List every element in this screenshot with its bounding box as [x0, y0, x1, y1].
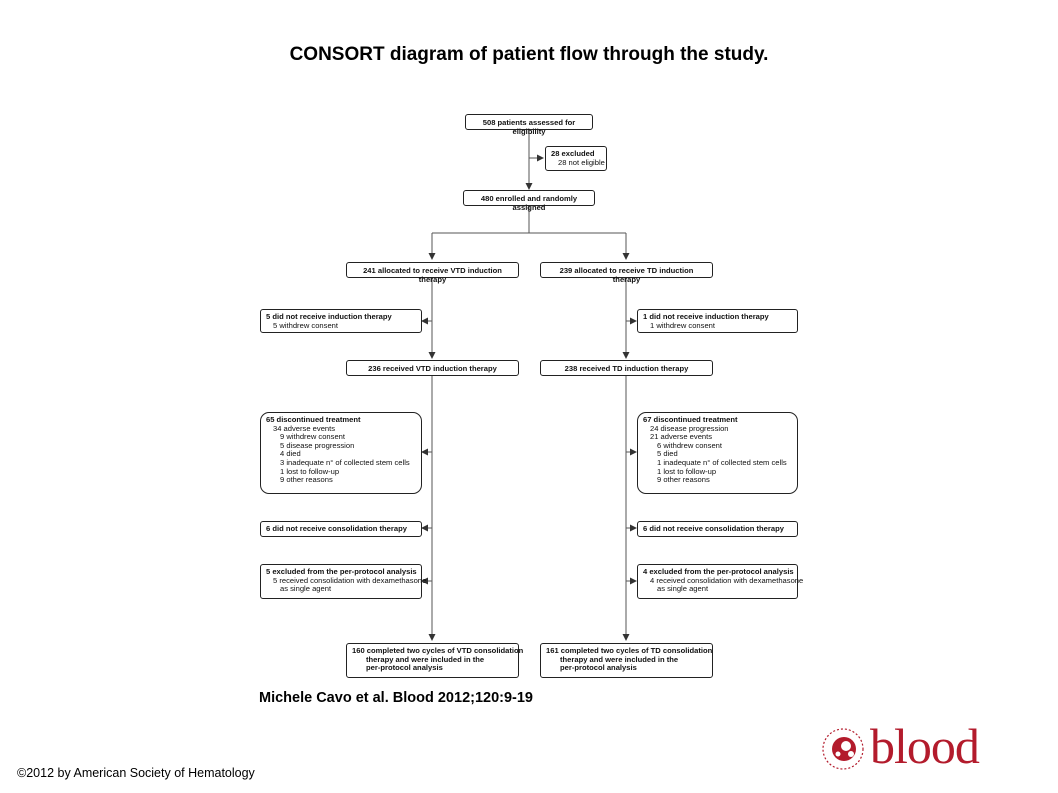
vtd-pp-excluded-box: 5 excluded from the per-protocol analysi…	[260, 564, 427, 599]
vtd-pp-excluded-title: 5 excluded from the per-protocol analysi…	[266, 567, 417, 576]
enrolled-box: 480 enrolled and randomly assigned	[463, 190, 595, 212]
page-title: CONSORT diagram of patient flow through …	[289, 44, 769, 65]
td-discontinued-item: 9 other reasons	[657, 475, 710, 485]
assessed-label: 508 patients assessed for eligibility	[482, 118, 576, 136]
td-discontinued-box: 67 discontinued treatment 24 disease pro…	[637, 412, 798, 494]
vtd-completed-line: per-protocol analysis	[366, 663, 443, 673]
td-pp-excluded-box: 4 excluded from the per-protocol analysi…	[637, 564, 804, 599]
td-completed-line: per-protocol analysis	[560, 663, 637, 673]
vtd-allocated-box: 241 allocated to receive VTD induction t…	[346, 262, 519, 284]
td-discontinued-item: 1 lost to follow-up	[657, 466, 717, 476]
vtd-allocated-label: 241 allocated to receive VTD induction t…	[363, 266, 502, 284]
vtd-discontinued-item: 9 withdrew consent	[280, 432, 346, 442]
excluded-detail: 28 not eligible	[558, 157, 605, 167]
excluded-box: 28 excluded 28 not eligible	[545, 146, 607, 171]
blood-logo-icon	[822, 728, 864, 770]
vtd-discontinued-item: 34 adverse events	[273, 423, 336, 433]
copyright: ©2012 by American Society of Hematology	[17, 766, 255, 780]
td-received-label: 238 received TD induction therapy	[564, 364, 689, 373]
td-discontinued-item: 5 died	[657, 449, 678, 459]
excluded-title: 28 excluded	[551, 149, 595, 158]
td-no-consolidation-label: 6 did not receive consolidation therapy	[643, 524, 784, 533]
vtd-received-label: 236 received VTD induction therapy	[368, 364, 497, 373]
vtd-completed-box: 160 completed two cycles of VTD consolid…	[346, 643, 524, 678]
td-received-box: 238 received TD induction therapy	[540, 360, 713, 376]
td-pp-excluded-title: 4 excluded from the per-protocol analysi…	[643, 567, 794, 576]
vtd-discontinued-box: 65 discontinued treatment 34 adverse eve…	[260, 412, 422, 494]
vtd-no-consolidation-box: 6 did not receive consolidation therapy	[260, 521, 422, 537]
td-no-induction-detail: 1 withdrew consent	[650, 320, 716, 330]
vtd-no-induction-title: 5 did not receive induction therapy	[266, 312, 392, 321]
td-discontinued-item: 24 disease progression	[650, 423, 729, 433]
td-pp-excluded-line: as single agent	[657, 584, 709, 594]
td-pp-excluded-line: 4 received consolidation with dexamethas…	[650, 575, 804, 585]
vtd-discontinued-item: 1 lost to follow-up	[280, 466, 340, 476]
vtd-completed-line: 160 completed two cycles of VTD consolid…	[352, 646, 524, 655]
td-completed-box: 161 completed two cycles of TD consolida…	[540, 643, 713, 678]
vtd-no-consolidation-label: 6 did not receive consolidation therapy	[266, 524, 407, 533]
td-allocated-box: 239 allocated to receive TD induction th…	[540, 262, 713, 284]
td-discontinued-item: 6 withdrew consent	[657, 440, 723, 450]
enrolled-label: 480 enrolled and randomly assigned	[480, 194, 578, 212]
assessed-box: 508 patients assessed for eligibility	[465, 114, 593, 136]
vtd-no-induction-box: 5 did not receive induction therapy 5 wi…	[260, 309, 422, 333]
td-discontinued-title: 67 discontinued treatment	[643, 415, 738, 424]
vtd-pp-excluded-line: as single agent	[280, 584, 332, 594]
td-no-consolidation-box: 6 did not receive consolidation therapy	[637, 521, 798, 537]
vtd-discontinued-item: 3 inadequate n° of collected stem cells	[280, 457, 410, 467]
vtd-no-induction-detail: 5 withdrew consent	[273, 320, 339, 330]
td-discontinued-item: 21 adverse events	[650, 432, 713, 442]
td-allocated-label: 239 allocated to receive TD induction th…	[559, 266, 694, 284]
td-no-induction-box: 1 did not receive induction therapy 1 wi…	[637, 309, 798, 333]
vtd-pp-excluded-line: 5 received consolidation with dexamethas…	[273, 575, 427, 585]
blood-logo-text: blood	[870, 718, 980, 774]
td-discontinued-item: 1 inadequate n° of collected stem cells	[657, 457, 787, 467]
vtd-completed-line: therapy and were included in the	[366, 654, 485, 664]
vtd-discontinued-item: 5 disease progression	[280, 440, 355, 450]
td-no-induction-title: 1 did not receive induction therapy	[643, 312, 769, 321]
citation: Michele Cavo et al. Blood 2012;120:9-19	[259, 690, 533, 706]
vtd-discontinued-item: 4 died	[280, 449, 301, 459]
td-completed-line: 161 completed two cycles of TD consolida…	[546, 646, 713, 655]
td-completed-line: therapy and were included in the	[560, 654, 679, 664]
vtd-discontinued-item: 9 other reasons	[280, 475, 333, 485]
vtd-received-box: 236 received VTD induction therapy	[346, 360, 519, 376]
vtd-discontinued-title: 65 discontinued treatment	[266, 415, 361, 424]
